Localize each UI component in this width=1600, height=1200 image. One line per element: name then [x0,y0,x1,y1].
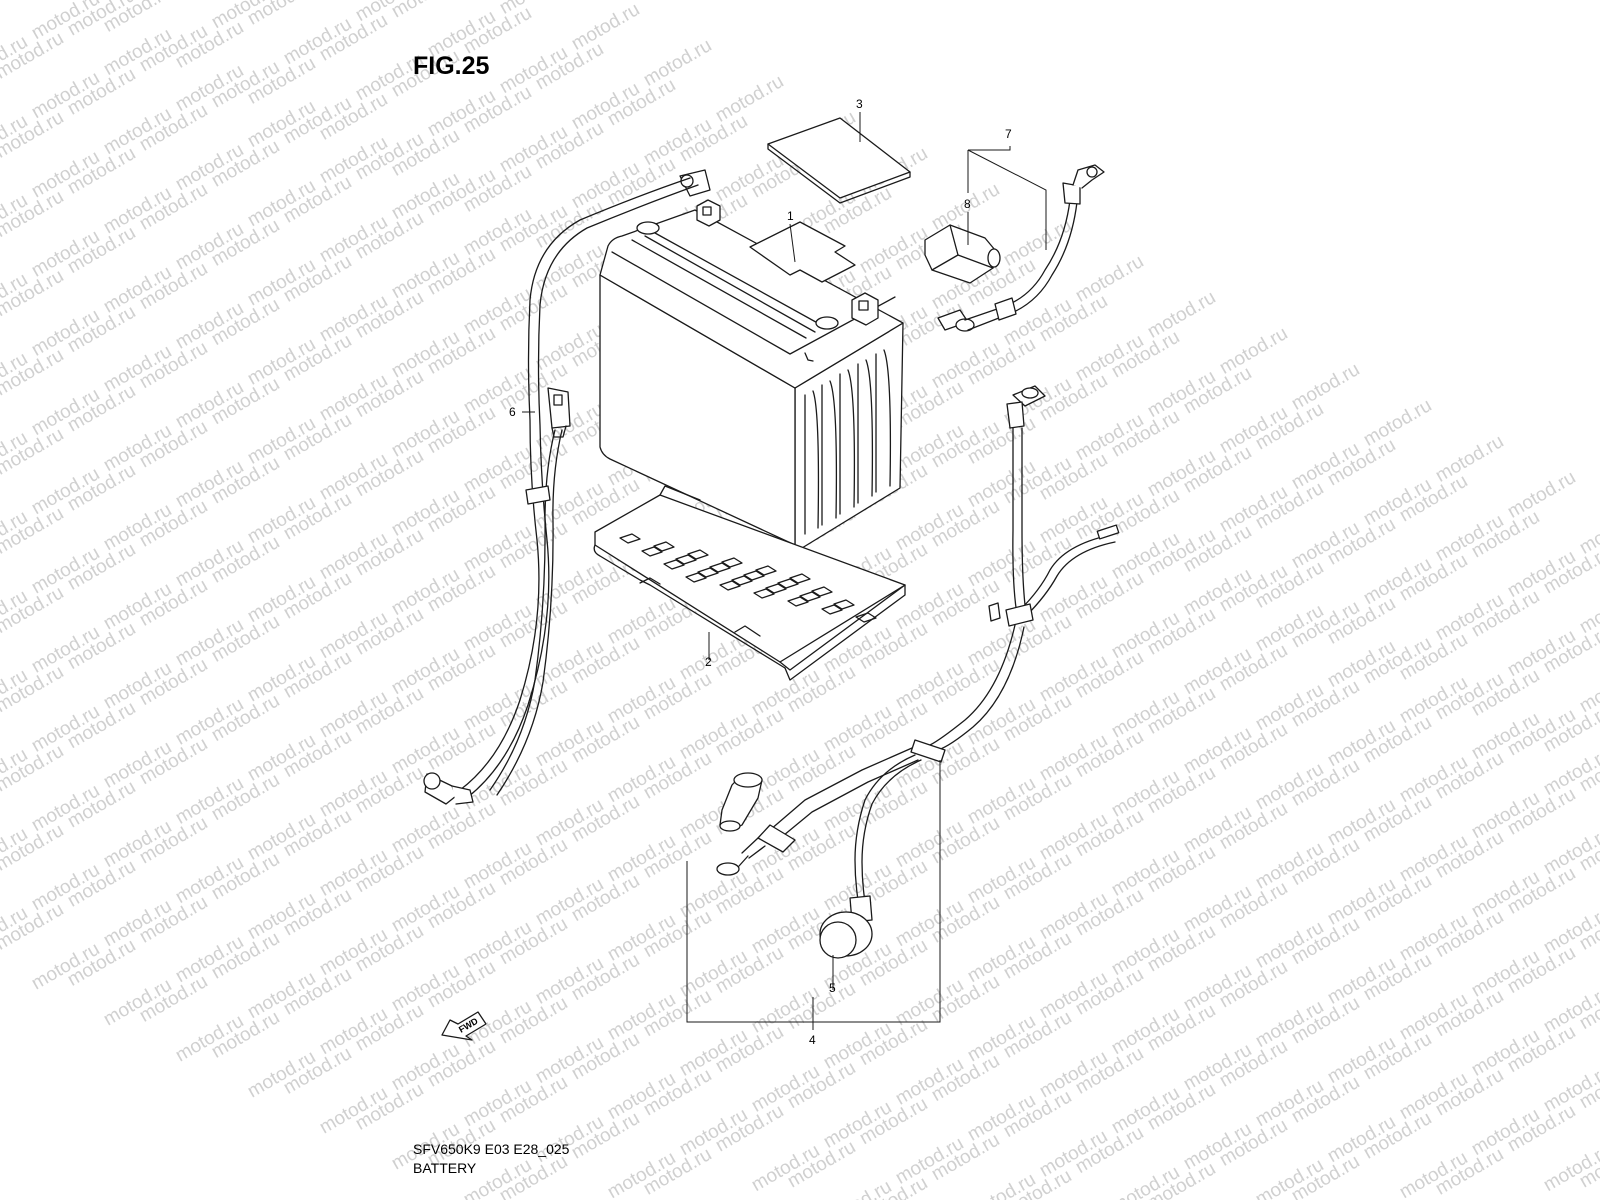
negative-cable[interactable] [423,169,711,805]
battery[interactable] [599,199,904,551]
tray-slot [789,573,811,584]
tray-slot [687,549,709,560]
callout-1[interactable]: 1 [787,209,794,223]
tray-slot [619,533,641,544]
tray-slot [855,612,877,623]
tray-slot [765,583,787,594]
tray-slot [787,596,809,607]
tray-slot [685,572,707,583]
figure-title: FIG.25 [413,52,490,80]
fwd-arrow-icon: FWD [441,1011,487,1041]
callout-labels: 1 2 3 4 5 6 7 8 [509,97,1012,1047]
tray-slot [777,578,799,589]
tray-slot [641,546,663,557]
callout-7[interactable]: 7 [1005,127,1012,141]
tray-slots [619,533,877,623]
tray-slot [743,570,765,581]
figure-name: BATTERY [413,1160,477,1176]
tray-slot [653,541,675,552]
tray-slot [675,554,697,565]
callout-5[interactable]: 5 [829,981,836,995]
tray-slot [821,604,843,615]
battery-pad[interactable] [767,117,911,204]
tray-slot [709,562,731,573]
leader-lines [522,112,1047,1030]
model-code: SFV650K9 E03 E28_025 [413,1141,570,1157]
callout-8[interactable]: 8 [964,197,971,211]
callout-4[interactable]: 4 [809,1033,816,1047]
callout-6[interactable]: 6 [509,405,516,419]
tray-slot [663,559,685,570]
tray-slot [799,591,821,602]
starter-cable-set[interactable] [716,385,1120,903]
callout-3[interactable]: 3 [856,97,863,111]
positive-terminal-cover[interactable] [924,224,1001,284]
callout-2[interactable]: 2 [705,655,712,669]
tray-slot [833,599,855,610]
tray-slot [753,588,775,599]
tray-slot [811,586,833,597]
tray-slot [755,565,777,576]
tray-slot [697,567,719,578]
terminal-cap[interactable] [819,895,873,959]
battery-tray[interactable] [593,485,906,681]
tray-slot [731,575,753,586]
positive-cable[interactable] [937,164,1105,332]
cable-connector[interactable] [547,387,571,438]
tray-slot [719,580,741,591]
tray-slot [721,557,743,568]
